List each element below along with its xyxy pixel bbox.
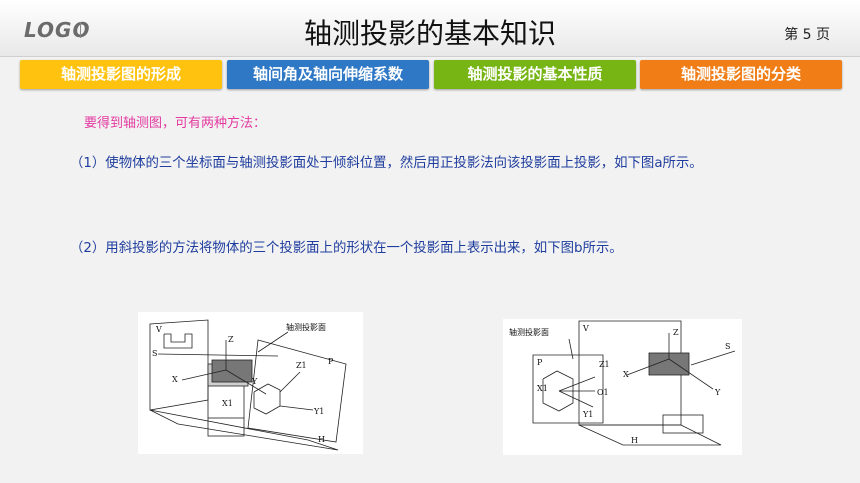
tab-axial-angles[interactable]: 轴间角及轴向伸缩系数 [227,60,429,89]
tab-basic-properties[interactable]: 轴测投影的基本性质 [434,60,636,89]
method-1-text: （1）使物体的三个坐标面与轴测投影面处于倾斜位置，然后用正投影法向该投影面上投影… [70,156,703,171]
fig-a-plane-label: 轴测投影面 [286,322,326,332]
fig-b-plane-label: 轴测投影面 [509,327,549,337]
logo: LOGO [24,18,91,42]
axis-label: Y1 [582,410,593,419]
axis-label: O1 [597,388,609,397]
axis-label: V [155,325,162,334]
tab-formation[interactable]: 轴测投影图的形成 [20,60,222,89]
axis-label: X1 [537,384,548,393]
axis-label: Z [673,328,679,337]
axis-label: Z1 [599,360,610,369]
figure-b: 轴测投影面 V Z S P Z1 X X1 O1 Y1 Y H [503,319,742,455]
axis-label: S [152,349,157,358]
figure-b-diagram: 轴测投影面 V Z S P Z1 X X1 O1 Y1 Y H [509,320,736,446]
figure-a-diagram: 轴测投影面 V S Z X Y Z1 P X1 Y1 H [149,319,347,451]
axis-label: Z1 [296,361,307,370]
axis-label: S [725,342,730,351]
slide-title: 轴测投影的基本知识 [303,17,556,50]
tab-classification[interactable]: 轴测投影图的分类 [640,60,842,89]
axis-label: P [328,357,334,366]
h-plane [149,409,339,451]
axis-label: H [318,435,325,444]
axis-label: P [537,358,543,367]
intro-text: 要得到轴测图，可有两种方法： [84,116,267,131]
axis-label: Z [228,335,234,344]
axis-label: X1 [222,399,233,408]
method-2-text: （2）用斜投影的方法将物体的三个投影面上的形状在一个投影面上表示出来，如下图b所… [70,241,623,256]
axis-label: X [172,375,178,384]
axis-label: Y [714,388,721,397]
section-tabs: 轴测投影图的形成 轴间角及轴向伸缩系数 轴测投影的基本性质 轴测投影图的分类 [20,60,842,90]
h-plane [578,424,722,446]
page-number: 第 5 页 [784,27,830,43]
projection-plane [247,339,347,443]
axis-label: V [582,324,589,333]
figure-a: 轴测投影面 V S Z X Y Z1 P X1 Y1 H [138,312,363,454]
axis-label: X [623,370,629,379]
header-bar: LOGO 轴测投影的基本知识 第 5 页 [0,0,860,57]
axis-label: H [631,436,638,445]
axis-label: Y1 [313,407,324,416]
logo-divider [80,22,81,38]
axis-label: Y [251,377,258,386]
p-plane [532,354,604,424]
